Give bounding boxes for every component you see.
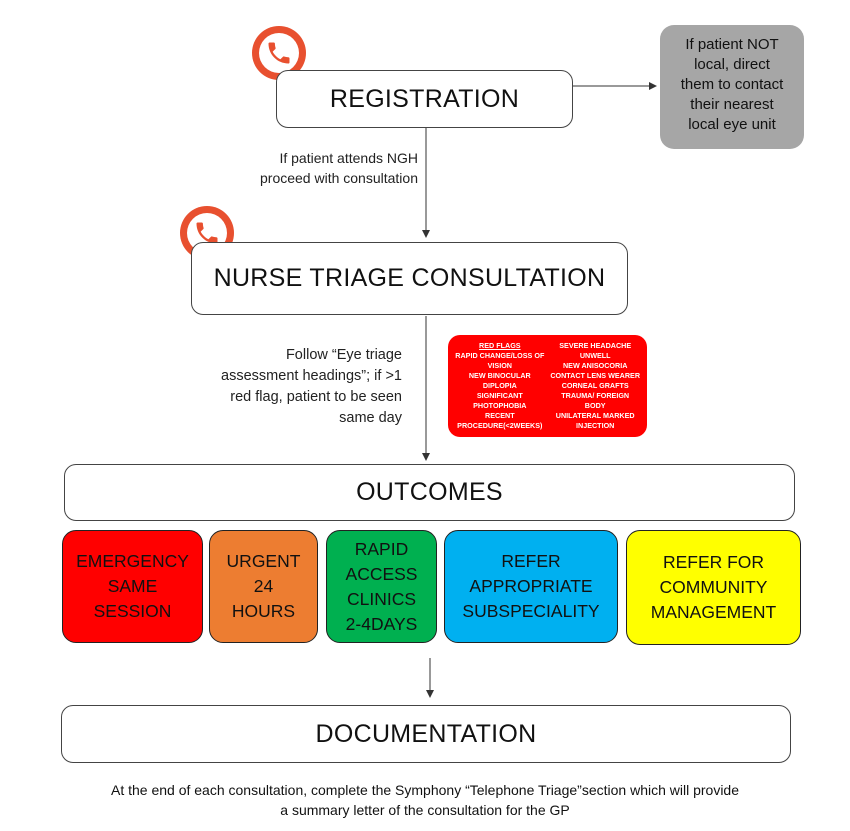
red-flags-left-column: RED FLAGS RAPID CHANGE/LOSS OF VISION NE…: [454, 341, 546, 431]
outcome-refer-community: REFER FOR COMMUNITY MANAGEMENT: [626, 530, 801, 645]
red-flag-item: PHOTOPHOBIA: [473, 401, 527, 410]
triage-note-line: Follow “Eye triage: [285, 347, 402, 363]
red-flag-item: DIPLOPIA: [482, 381, 517, 390]
documentation-box: DOCUMENTATION: [61, 705, 791, 763]
nurse-triage-box: NURSE TRIAGE CONSULTATION: [191, 242, 628, 315]
registration-title: REGISTRATION: [329, 84, 520, 113]
non-local-note-line: them to contact: [680, 76, 784, 93]
triage-note: Follow “Eye triage assessment headings”;…: [196, 345, 402, 429]
red-flags-box: RED FLAGS RAPID CHANGE/LOSS OF VISION NE…: [448, 335, 647, 437]
footer-instruction: At the end of each consultation, complet…: [40, 780, 810, 820]
outcome-line: SUBSPECIALITY: [462, 601, 600, 621]
ngh-note: If patient attends NGH proceed with cons…: [230, 148, 418, 188]
footer-line: At the end of each consultation, complet…: [110, 782, 740, 798]
footer-line: a summary letter of the consultation for…: [280, 802, 570, 818]
ngh-note-line: proceed with consultation: [260, 170, 418, 186]
outcome-line: URGENT: [226, 551, 301, 571]
outcome-line: 24: [253, 576, 274, 596]
non-local-note-box: If patient NOT local, direct them to con…: [660, 25, 804, 149]
red-flag-item: UNWELL: [579, 351, 611, 360]
outcome-line: CLINICS: [346, 588, 417, 609]
nurse-triage-title: NURSE TRIAGE CONSULTATION: [213, 264, 606, 292]
red-flag-item: UNILATERAL MARKED: [555, 411, 635, 420]
triage-note-line: same day: [339, 410, 402, 426]
triage-note-line: assessment headings”; if >1: [221, 368, 402, 384]
outcome-refer-subspeciality: REFER APPROPRIATE SUBSPECIALITY: [444, 530, 618, 643]
outcome-line: APPROPRIATE: [469, 576, 593, 596]
red-flag-item: NEW ANISOCORIA: [562, 361, 628, 370]
outcome-line: REFER: [501, 551, 561, 571]
red-flag-item: BODY: [584, 401, 606, 410]
outcome-urgent: URGENT 24 HOURS: [209, 530, 318, 643]
non-local-note-line: local, direct: [694, 56, 770, 73]
outcome-line: ACCESS: [345, 563, 418, 584]
outcome-line: SAME: [107, 576, 158, 596]
non-local-note-line: If patient NOT: [685, 36, 779, 53]
outcomes-box: OUTCOMES: [64, 464, 795, 521]
red-flag-item: RECENT: [485, 411, 515, 420]
ngh-note-line: If patient attends NGH: [279, 150, 418, 166]
outcome-line: REFER FOR: [662, 552, 765, 572]
red-flag-item: RAPID CHANGE/LOSS OF: [455, 351, 545, 360]
red-flag-item: VISION: [487, 361, 512, 370]
red-flags-heading: RED FLAGS: [479, 341, 521, 350]
red-flag-item: NEW BINOCULAR: [468, 371, 531, 380]
outcome-rapid-access: RAPID ACCESS CLINICS 2-4DAYS: [326, 530, 437, 643]
outcome-line: COMMUNITY: [659, 577, 768, 597]
red-flag-item: PROCEDURE(<2WEEKS): [457, 421, 543, 430]
outcome-line: SESSION: [93, 601, 172, 621]
outcomes-title: OUTCOMES: [356, 478, 503, 506]
triage-note-line: red flag, patient to be seen: [230, 389, 402, 405]
non-local-note-line: local eye unit: [688, 116, 776, 133]
red-flag-item: SIGNIFICANT: [476, 391, 523, 400]
phone-icon: [252, 26, 306, 80]
outcome-line: HOURS: [231, 601, 296, 621]
outcome-line: RAPID: [354, 538, 409, 559]
red-flag-item: INJECTION: [576, 421, 615, 430]
red-flag-item: CONTACT LENS WEARER: [550, 371, 641, 380]
red-flag-item: CORNEAL GRAFTS: [561, 381, 629, 390]
red-flag-item: SEVERE HEADACHE: [559, 341, 632, 350]
outcome-emergency: EMERGENCY SAME SESSION: [62, 530, 203, 643]
red-flags-right-column: SEVERE HEADACHE UNWELL NEW ANISOCORIA CO…: [549, 341, 641, 431]
non-local-note-line: their nearest: [690, 96, 774, 113]
outcome-line: 2-4DAYS: [345, 613, 418, 634]
outcome-line: EMERGENCY: [76, 551, 189, 571]
red-flag-item: TRAUMA/ FOREIGN: [561, 391, 630, 400]
outcome-line: MANAGEMENT: [650, 602, 777, 622]
documentation-title: DOCUMENTATION: [315, 719, 537, 748]
registration-box: REGISTRATION: [276, 70, 573, 128]
